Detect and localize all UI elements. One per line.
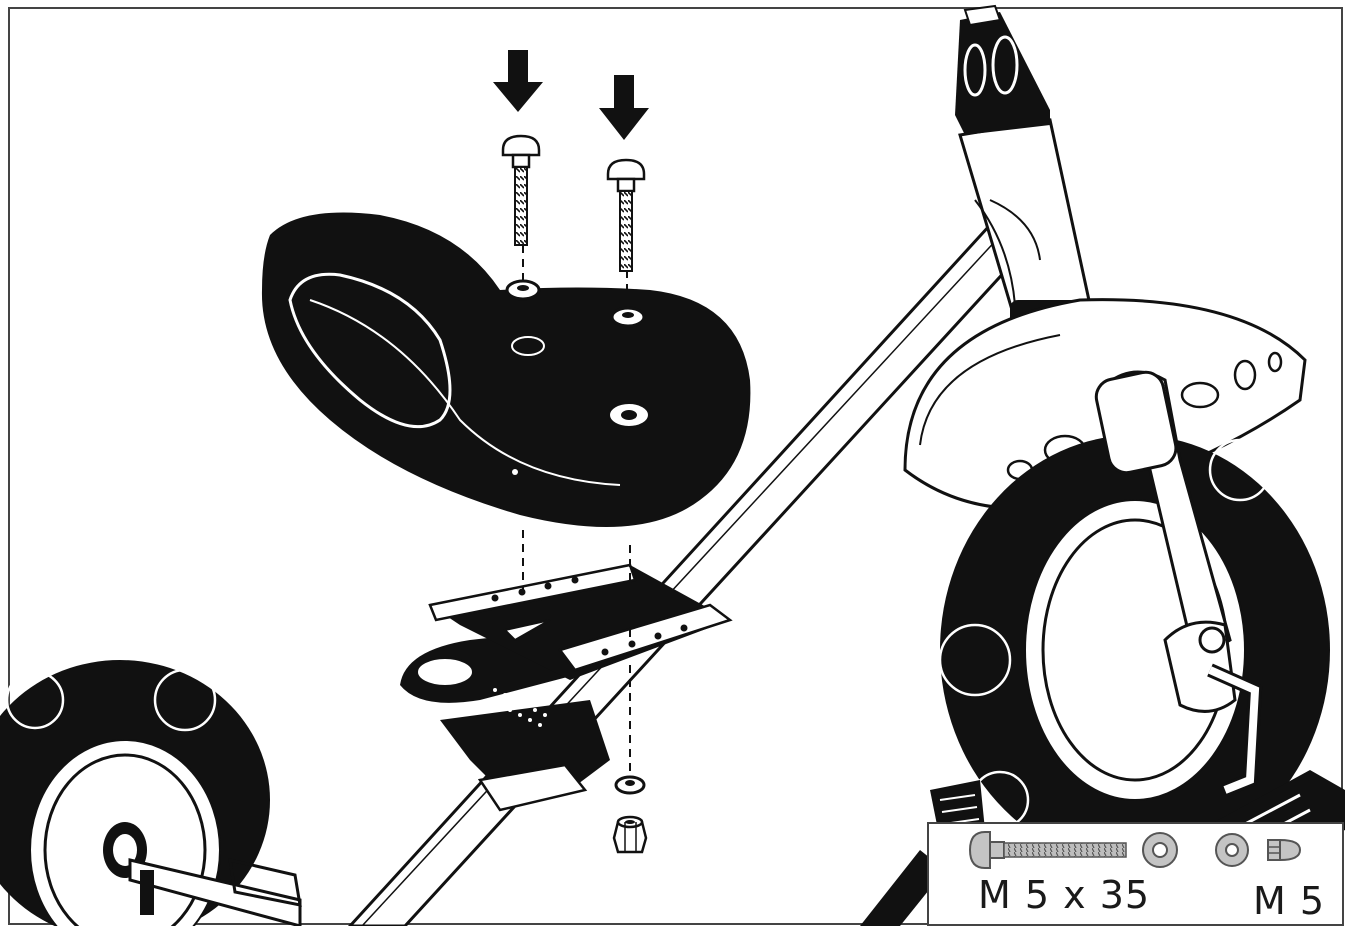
washer-icon bbox=[505, 279, 541, 301]
assembly-guide-lines bbox=[522, 245, 631, 775]
frame-border bbox=[8, 7, 1343, 925]
washer-icon bbox=[1142, 832, 1178, 868]
washer-icon bbox=[1215, 833, 1249, 867]
carriage-bolt-icon bbox=[968, 831, 1127, 869]
saddle bbox=[261, 212, 751, 527]
nut-icon bbox=[1267, 838, 1302, 862]
arrow-down-icon bbox=[599, 75, 649, 140]
rear-axle bbox=[128, 858, 302, 926]
nut-icon bbox=[612, 815, 648, 854]
carriage-bolt-icon bbox=[606, 158, 646, 272]
bolt-size-label: M 5 x 35 bbox=[978, 873, 1150, 917]
hardware-panel: M 5 x 35 M 5 bbox=[927, 822, 1344, 926]
arrow-down-icon bbox=[493, 50, 543, 112]
front-fork bbox=[1094, 370, 1263, 797]
washer-icon bbox=[614, 775, 646, 795]
seat-bracket bbox=[400, 563, 733, 812]
carriage-bolt-icon bbox=[501, 134, 541, 246]
handlebar-grip bbox=[955, 4, 1050, 135]
nut-size-label: M 5 bbox=[1253, 879, 1325, 923]
washer-icon bbox=[610, 306, 646, 328]
